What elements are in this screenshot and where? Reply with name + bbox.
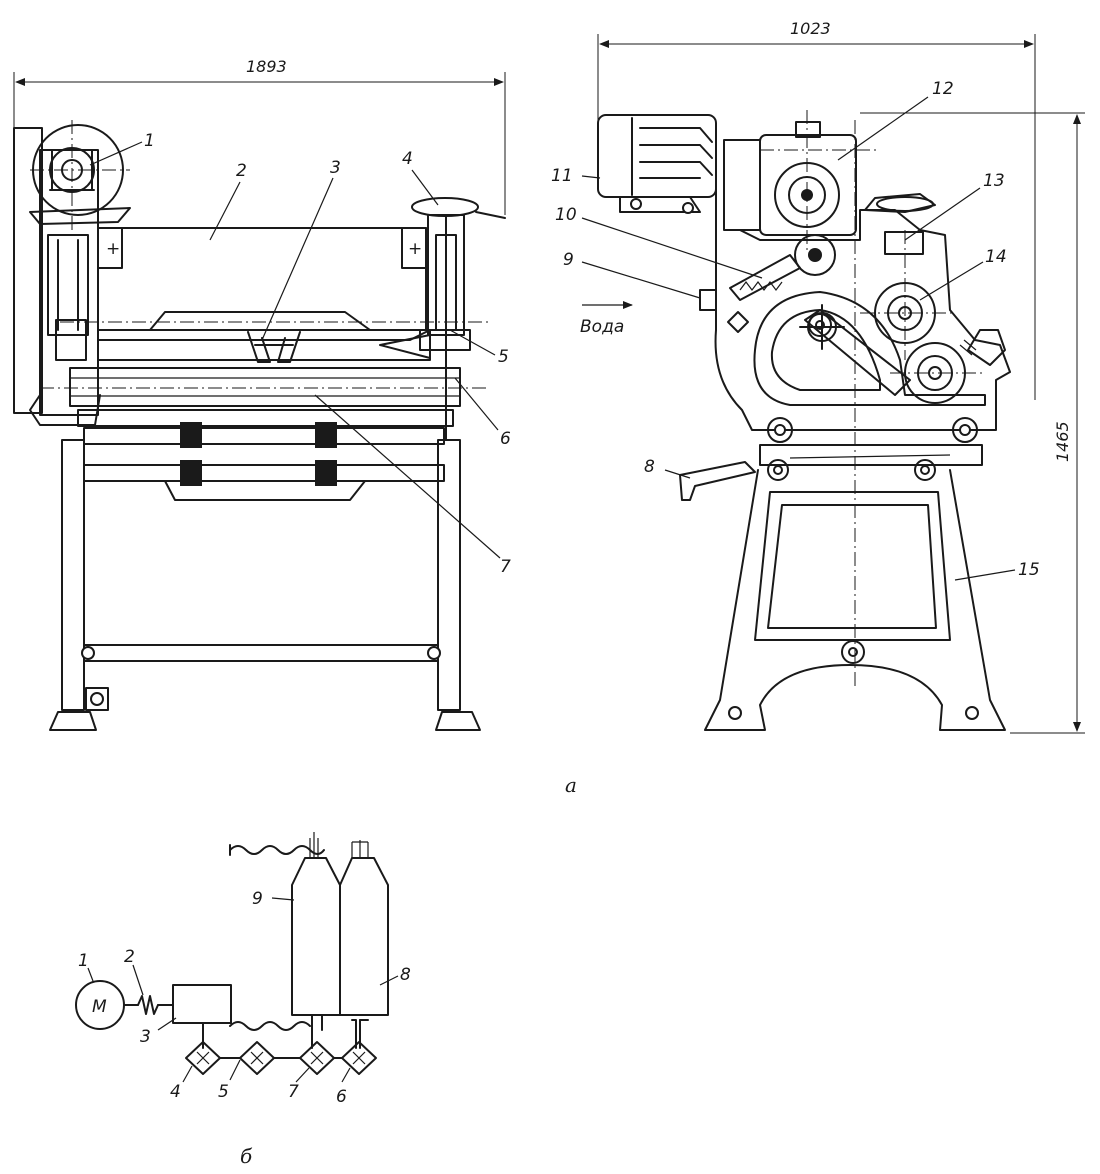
front-callout-2: 2 bbox=[236, 161, 247, 181]
side-stand bbox=[704, 120, 1006, 731]
side-gearbox bbox=[759, 110, 880, 250]
scheme-callout-9: 9 bbox=[252, 889, 263, 909]
side-upper-roller bbox=[860, 193, 955, 360]
kinematic-scheme: M bbox=[75, 832, 411, 1107]
side-lower-roller bbox=[890, 329, 1006, 404]
front-upper-plate: + + bbox=[97, 227, 427, 331]
front-callout-4: 4 bbox=[402, 149, 413, 169]
front-width-dimension: 1893 bbox=[13, 57, 506, 215]
side-motor bbox=[597, 114, 761, 231]
side-water-inlet: Вода bbox=[580, 301, 633, 337]
scheme-cylinders bbox=[291, 832, 389, 1016]
side-height-value: 1465 bbox=[1053, 421, 1072, 462]
front-legs bbox=[49, 439, 481, 731]
side-callout-11: 11 bbox=[551, 166, 573, 186]
motor-symbol: M bbox=[92, 997, 107, 1017]
caption-a: а bbox=[565, 773, 577, 797]
side-callout-14: 14 bbox=[985, 247, 1007, 267]
side-frame bbox=[699, 139, 1011, 431]
side-callout-10: 10 bbox=[555, 205, 577, 225]
front-view: 1893 + + bbox=[13, 57, 511, 731]
front-drive-wheel bbox=[29, 120, 131, 240]
front-roller-beams bbox=[40, 321, 490, 501]
scheme-callout-3: 3 bbox=[140, 1027, 151, 1047]
front-callout-5: 5 bbox=[498, 347, 509, 367]
scheme-callout-4: 4 bbox=[170, 1082, 181, 1102]
side-callout-8: 8 bbox=[644, 457, 655, 477]
front-v-guide bbox=[247, 331, 301, 363]
front-width-value: 1893 bbox=[246, 57, 287, 76]
scheme-callout-6: 6 bbox=[336, 1087, 347, 1107]
side-width-dimension: 1023 bbox=[597, 19, 1036, 400]
front-callouts: 1 2 3 4 5 6 7 bbox=[89, 131, 511, 577]
scheme-callouts: 1 2 3 4 5 7 6 9 8 bbox=[78, 889, 411, 1107]
side-callout-9: 9 bbox=[563, 250, 574, 270]
side-lower-frame bbox=[679, 417, 983, 501]
scheme-motor: M bbox=[75, 980, 174, 1030]
water-label: Вода bbox=[580, 317, 624, 337]
scheme-upper-belt bbox=[229, 844, 325, 856]
scheme-callout-8: 8 bbox=[400, 965, 411, 985]
scheme-gearbox bbox=[172, 984, 232, 1024]
front-callout-6: 6 bbox=[500, 429, 511, 449]
front-callout-3: 3 bbox=[330, 158, 341, 178]
scheme-shafts bbox=[185, 1014, 377, 1075]
svg-text:+: + bbox=[106, 239, 120, 259]
side-spring-arm bbox=[729, 234, 911, 396]
side-callout-13: 13 bbox=[983, 171, 1005, 191]
side-width-value: 1023 bbox=[790, 19, 831, 38]
scheme-callout-2: 2 bbox=[124, 947, 135, 967]
front-callout-7: 7 bbox=[500, 557, 511, 577]
side-star-wheel bbox=[799, 304, 845, 350]
scheme-callout-7: 7 bbox=[288, 1082, 299, 1102]
side-callout-12: 12 bbox=[932, 79, 954, 99]
side-callout-15: 15 bbox=[1018, 560, 1040, 580]
side-view: 1023 1465 bbox=[551, 19, 1085, 734]
caption-b: б bbox=[240, 1144, 253, 1168]
svg-text:+: + bbox=[408, 239, 422, 259]
side-callouts: 8 9 10 11 12 13 14 15 bbox=[551, 79, 1040, 581]
front-handwheel bbox=[411, 197, 506, 441]
front-left-frame bbox=[13, 127, 101, 426]
scheme-callout-1: 1 bbox=[78, 951, 89, 971]
side-height-dimension: 1465 bbox=[860, 112, 1085, 734]
scheme-callout-5: 5 bbox=[218, 1082, 229, 1102]
front-callout-1: 1 bbox=[144, 131, 155, 151]
